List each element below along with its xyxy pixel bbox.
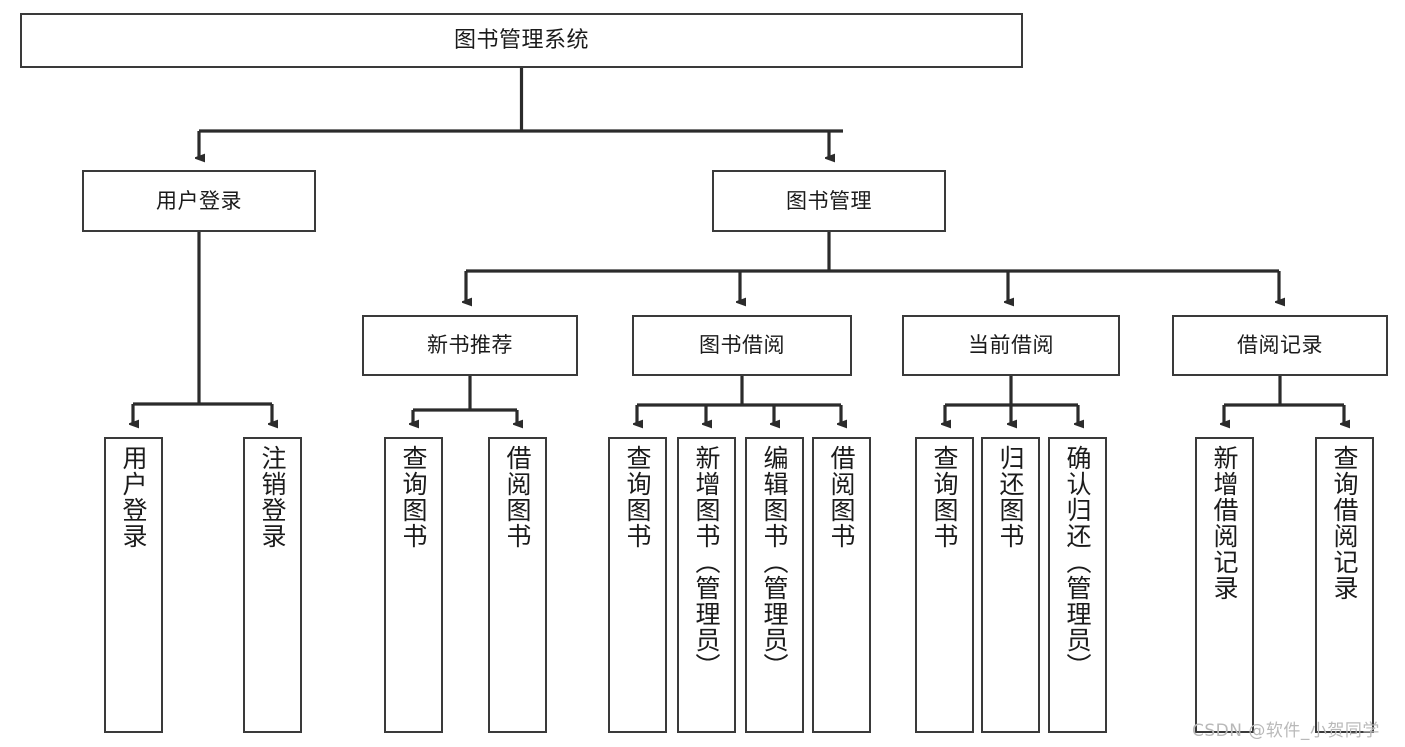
node-borrow-record-label: 借阅记录 (1237, 333, 1323, 358)
node-leaf-query-book-2[interactable]: 查询图书 (608, 437, 667, 733)
node-leaf-return-book-label: 归还图书 (996, 445, 1025, 549)
node-leaf-edit-book[interactable]: 编辑图书（管理员） (745, 437, 804, 733)
node-leaf-query-record[interactable]: 查询借阅记录 (1315, 437, 1374, 733)
node-user-login[interactable]: 用户登录 (82, 170, 316, 232)
node-leaf-logout-label: 注销登录 (258, 445, 287, 549)
node-leaf-logout[interactable]: 注销登录 (243, 437, 302, 733)
node-borrow-record[interactable]: 借阅记录 (1172, 315, 1388, 376)
node-leaf-query-book-3-label: 查询图书 (930, 445, 959, 549)
node-current-borrow[interactable]: 当前借阅 (902, 315, 1120, 376)
node-root[interactable]: 图书管理系统 (20, 13, 1023, 68)
node-leaf-borrow-book-2[interactable]: 借阅图书 (812, 437, 871, 733)
node-leaf-user-login-label: 用户登录 (119, 445, 148, 549)
node-book-manage-label: 图书管理 (786, 188, 872, 213)
node-new-book-rec[interactable]: 新书推荐 (362, 315, 578, 376)
node-leaf-confirm-return-label: 确认归还（管理员） (1063, 445, 1092, 679)
node-leaf-confirm-return[interactable]: 确认归还（管理员） (1048, 437, 1107, 733)
node-leaf-edit-book-label: 编辑图书（管理员） (760, 445, 789, 679)
node-new-book-rec-label: 新书推荐 (427, 333, 513, 358)
node-leaf-add-book-label: 新增图书（管理员） (692, 445, 721, 679)
node-leaf-add-record-label: 新增借阅记录 (1210, 445, 1239, 601)
node-leaf-borrow-book-1-label: 借阅图书 (503, 445, 532, 549)
node-leaf-user-login[interactable]: 用户登录 (104, 437, 163, 733)
node-book-borrow[interactable]: 图书借阅 (632, 315, 852, 376)
node-leaf-return-book[interactable]: 归还图书 (981, 437, 1040, 733)
node-leaf-query-book-1[interactable]: 查询图书 (384, 437, 443, 733)
node-leaf-query-record-label: 查询借阅记录 (1330, 445, 1359, 601)
node-user-login-label: 用户登录 (156, 188, 242, 213)
node-leaf-query-book-2-label: 查询图书 (623, 445, 652, 549)
node-leaf-borrow-book-1[interactable]: 借阅图书 (488, 437, 547, 733)
node-leaf-query-book-1-label: 查询图书 (399, 445, 428, 549)
node-book-manage[interactable]: 图书管理 (712, 170, 946, 232)
node-root-label: 图书管理系统 (453, 27, 589, 53)
node-current-borrow-label: 当前借阅 (968, 333, 1054, 358)
node-book-borrow-label: 图书借阅 (699, 333, 785, 358)
node-leaf-add-book[interactable]: 新增图书（管理员） (677, 437, 736, 733)
node-leaf-query-book-3[interactable]: 查询图书 (915, 437, 974, 733)
node-leaf-borrow-book-2-label: 借阅图书 (827, 445, 856, 549)
node-leaf-add-record[interactable]: 新增借阅记录 (1195, 437, 1254, 733)
